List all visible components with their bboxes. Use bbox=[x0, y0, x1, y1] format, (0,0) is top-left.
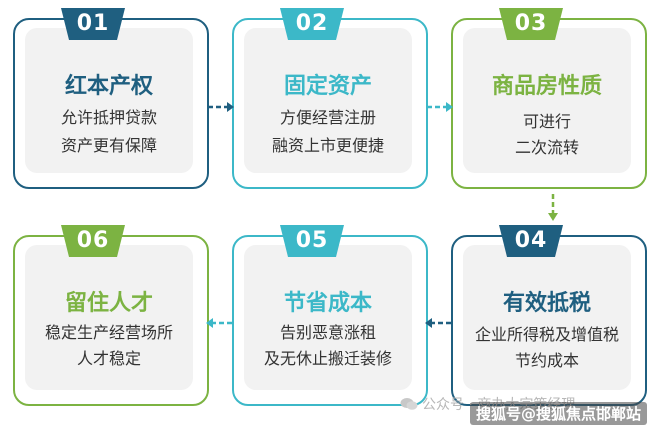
card-inner-panel bbox=[25, 28, 193, 173]
number-tab: 02 bbox=[280, 8, 344, 40]
step-description-line: 允许抵押贷款 bbox=[60, 108, 157, 127]
card-inner-panel bbox=[244, 28, 412, 173]
step-description-line: 稳定生产经营场所 bbox=[44, 323, 173, 342]
step-title: 固定资产 bbox=[283, 74, 372, 99]
step-description-line: 可进行 bbox=[522, 112, 571, 131]
tab-shape bbox=[61, 8, 125, 40]
step-number: 01 bbox=[76, 11, 110, 36]
step-title: 红本产权 bbox=[64, 74, 153, 99]
step-description-line: 及无休止搬迁装修 bbox=[263, 349, 392, 368]
step-description-line: 人才稳定 bbox=[76, 349, 141, 368]
card-inner-panel bbox=[463, 245, 631, 390]
arrow-left-icon bbox=[206, 318, 232, 328]
step-title: 留住人才 bbox=[64, 291, 153, 316]
card-inner-panel bbox=[463, 28, 631, 173]
wechat-icon bbox=[400, 398, 418, 410]
step-description-line: 资产更有保障 bbox=[60, 136, 157, 155]
step-description-line: 企业所得税及增值税 bbox=[474, 325, 619, 344]
tab-shape bbox=[499, 8, 563, 40]
card-inner-panel bbox=[244, 245, 412, 390]
step-title: 商品房性质 bbox=[491, 74, 602, 99]
step-number: 06 bbox=[76, 228, 110, 253]
step-description-line: 告别恶意涨租 bbox=[279, 323, 376, 342]
tab-shape bbox=[280, 8, 344, 40]
step-description-line: 节约成本 bbox=[514, 351, 579, 370]
step-number: 04 bbox=[514, 228, 548, 253]
step-number: 03 bbox=[514, 11, 548, 36]
arrow-right-icon bbox=[427, 102, 453, 112]
step-card-05: 05 节省成本 告别恶意涨租 及无休止搬迁装修 bbox=[232, 225, 428, 406]
source-caption: 搜狐号@搜狐焦点邯郸站 bbox=[470, 402, 648, 425]
tab-shape bbox=[499, 225, 563, 257]
step-card-06: 06 留住人才 稳定生产经营场所 人才稳定 bbox=[13, 225, 209, 406]
arrow-right-icon bbox=[208, 102, 234, 112]
step-description-line: 二次流转 bbox=[514, 138, 579, 157]
step-number: 05 bbox=[295, 228, 329, 253]
step-description-line: 融资上市更便捷 bbox=[271, 136, 384, 155]
number-tab: 01 bbox=[61, 8, 125, 40]
step-card-02: 02 固定资产 方便经营注册 融资上市更便捷 bbox=[232, 8, 428, 189]
step-number: 02 bbox=[295, 11, 329, 36]
tab-shape bbox=[61, 225, 125, 257]
step-card-04: 04 有效抵税 企业所得税及增值税 节约成本 bbox=[451, 225, 647, 406]
arrow-left-icon bbox=[425, 318, 451, 328]
step-description-line: 方便经营注册 bbox=[279, 108, 376, 127]
number-tab: 03 bbox=[499, 8, 563, 40]
number-tab: 06 bbox=[61, 225, 125, 257]
card-inner-panel bbox=[25, 245, 193, 390]
number-tab: 05 bbox=[280, 225, 344, 257]
arrow-down-icon bbox=[548, 194, 558, 221]
number-tab: 04 bbox=[499, 225, 563, 257]
step-card-03: 03 商品房性质 可进行 二次流转 bbox=[451, 8, 647, 189]
tab-shape bbox=[280, 225, 344, 257]
step-title: 有效抵税 bbox=[502, 291, 591, 316]
step-card-01: 01 红本产权 允许抵押贷款 资产更有保障 bbox=[13, 8, 209, 189]
step-title: 节省成本 bbox=[283, 291, 372, 316]
